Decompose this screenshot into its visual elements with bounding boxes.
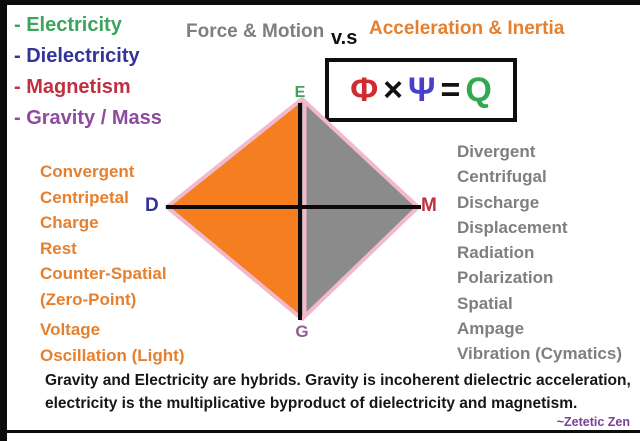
legend-item-gravity-mass: - Gravity / Mass (14, 107, 162, 129)
signature: ~Zetetic Zen (556, 415, 630, 429)
list-item: Oscillation (Light) (40, 345, 185, 365)
frame-left-border (0, 0, 7, 441)
diamond-left-half (167, 99, 302, 319)
list-item: Polarization (457, 268, 554, 288)
legend-item-magnetism: - Magnetism (14, 76, 131, 98)
frame-bottom-border (0, 430, 640, 433)
frame-top-border (0, 0, 640, 5)
footer-line: electricity is the multiplicative byprod… (45, 395, 578, 412)
legend-item-dielectricity: - Dielectricity (14, 45, 140, 67)
legend-item-electricity: - Electricity (14, 14, 122, 36)
formula-q: Q (465, 71, 492, 109)
title-force-motion: Force & Motion (186, 21, 325, 42)
list-item: (Zero-Point) (40, 289, 137, 309)
footer-caption: Gravity and Electricity are hybrids. Gra… (45, 369, 631, 415)
formula-psi: Ψ (407, 71, 436, 109)
diamond-outline (165, 97, 420, 321)
list-item: Discharge (457, 192, 540, 212)
vertex-label-d: D (145, 195, 159, 216)
formula-phi: Φ (350, 71, 379, 109)
formula-box: Φ × Ψ = Q (325, 58, 517, 122)
title-acceleration-inertia: Acceleration & Inertia (369, 18, 565, 39)
list-item: Divergent (457, 142, 536, 161)
list-item: Spatial (457, 293, 513, 313)
list-item: Convergent (40, 162, 135, 181)
vertex-label-m: M (421, 195, 437, 216)
footer-line: Gravity and Electricity are hybrids. Gra… (45, 372, 631, 389)
list-item: Voltage (40, 320, 101, 339)
title-vs: v.s (331, 27, 358, 49)
right-attribute-list: Divergent Centrifugal Discharge Displace… (457, 139, 622, 367)
formula-times: × (383, 71, 403, 109)
list-item: Ampage (457, 319, 525, 339)
list-item: Centripetal (40, 187, 129, 207)
list-item: Radiation (457, 243, 535, 263)
list-item: Centrifugal (457, 167, 547, 187)
vertex-label-g: G (295, 322, 309, 341)
list-item: Vibration (Cymatics) (457, 344, 623, 364)
formula-equals: = (440, 71, 461, 109)
list-item: Displacement (457, 217, 568, 237)
legend: - Electricity - Dielectricity - Magnetis… (14, 10, 162, 134)
left-attribute-list-secondary: Voltage Oscillation (Light) (40, 317, 185, 368)
list-item: Charge (40, 213, 99, 233)
diamond-right-half (302, 99, 418, 319)
left-attribute-list: Convergent Centripetal Charge Rest Count… (40, 159, 167, 313)
list-item: Counter-Spatial (40, 264, 167, 284)
vertex-label-e: E (294, 84, 306, 101)
list-item: Rest (40, 238, 77, 258)
